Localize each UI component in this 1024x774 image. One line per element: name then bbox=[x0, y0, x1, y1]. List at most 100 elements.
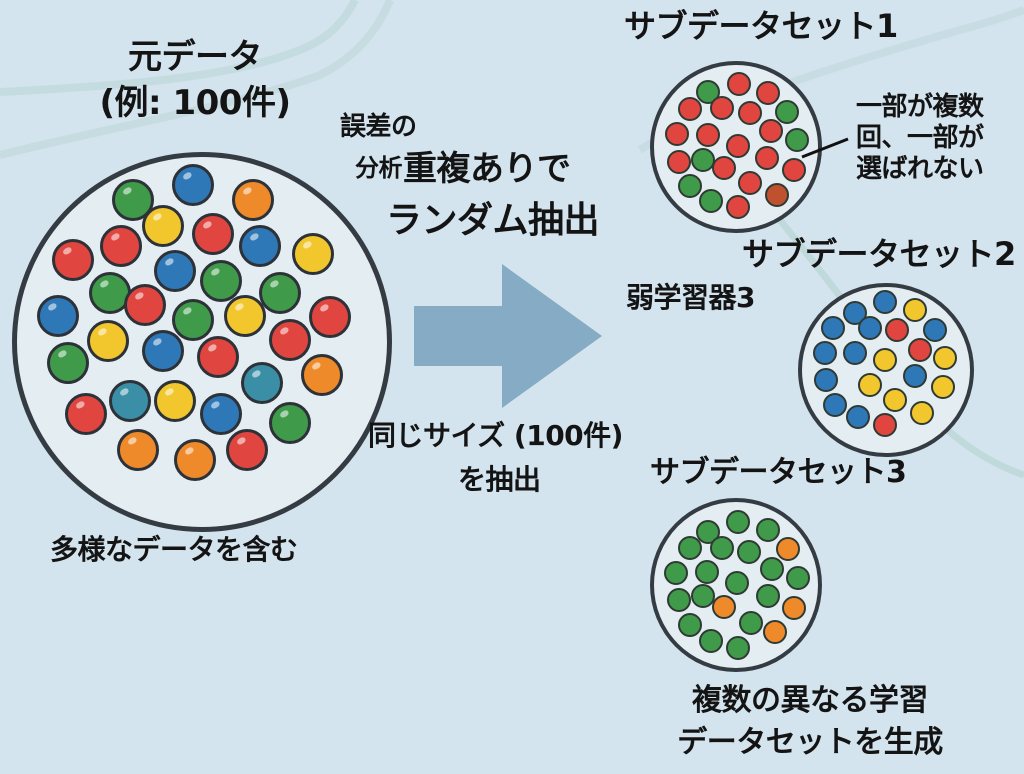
green-data-point bbox=[269, 402, 311, 444]
subset-1-note-line3: 選ばれない bbox=[856, 154, 984, 185]
subset-1-note: 一部が複数 回、一部が 選ばれない bbox=[856, 92, 984, 186]
red-data-point bbox=[100, 225, 142, 267]
green-data-point bbox=[699, 629, 723, 653]
green-data-point bbox=[699, 189, 723, 213]
red-data-point bbox=[712, 156, 736, 180]
original-data-caption: 多様なデータを含む bbox=[50, 533, 298, 566]
green-data-point bbox=[739, 611, 763, 635]
blue-data-point bbox=[142, 330, 184, 372]
orange-data-point bbox=[117, 429, 159, 471]
blue-data-point bbox=[814, 368, 838, 392]
blue-data-point bbox=[821, 316, 845, 340]
red-data-point bbox=[65, 393, 107, 435]
orange-data-point bbox=[776, 537, 800, 561]
green-data-point bbox=[691, 584, 715, 608]
green-data-point bbox=[678, 174, 702, 198]
orange-data-point bbox=[174, 439, 216, 481]
red-data-point bbox=[226, 429, 268, 471]
green-data-point bbox=[667, 588, 691, 612]
yellow-data-point bbox=[883, 388, 907, 412]
blue-data-point bbox=[172, 164, 214, 206]
yellow-data-point bbox=[931, 375, 955, 399]
red-data-point bbox=[269, 319, 311, 361]
red-data-point bbox=[665, 122, 689, 146]
subset-3-title: サブデータセット3 bbox=[650, 455, 907, 490]
red-data-point bbox=[755, 146, 779, 170]
red-data-point bbox=[52, 239, 94, 281]
red-data-point bbox=[192, 213, 234, 255]
process-label-analysis: 分析 bbox=[355, 154, 403, 182]
original-data-title: 元データ bbox=[128, 37, 263, 77]
green-data-point bbox=[695, 560, 719, 584]
green-data-point bbox=[760, 557, 784, 581]
subset-1-note-line1: 一部が複数 bbox=[856, 92, 984, 122]
teal-data-point bbox=[241, 362, 283, 404]
green-data-point bbox=[710, 536, 734, 560]
blue-data-point bbox=[813, 341, 837, 365]
green-data-point bbox=[785, 128, 809, 152]
red-data-point bbox=[309, 296, 351, 338]
green-data-point bbox=[259, 272, 301, 314]
yellow-data-point bbox=[154, 380, 196, 422]
red-data-point bbox=[667, 150, 691, 174]
yellow-data-point bbox=[142, 205, 184, 247]
original-data-count: (例: 100件) bbox=[99, 83, 291, 123]
red-data-point bbox=[726, 195, 750, 219]
orange-data-point bbox=[782, 596, 806, 620]
blue-data-point bbox=[37, 295, 79, 337]
green-data-point bbox=[726, 636, 750, 660]
subset-2-title: サブデータセット2 bbox=[742, 235, 1016, 273]
green-data-point bbox=[678, 613, 702, 637]
red-data-point bbox=[759, 119, 783, 143]
process-label-error: 誤差の bbox=[340, 112, 417, 142]
red-data-point bbox=[727, 72, 751, 96]
red-data-point bbox=[710, 96, 734, 120]
red-data-point bbox=[197, 336, 239, 378]
process-label-random-sampling: ランダム抽出 bbox=[386, 200, 600, 241]
teal-data-point bbox=[109, 380, 151, 422]
blue-data-point bbox=[843, 341, 867, 365]
right-arrow-icon bbox=[414, 264, 602, 408]
red-data-point bbox=[782, 158, 806, 182]
green-data-point bbox=[756, 518, 780, 542]
orange-data-point bbox=[232, 179, 274, 221]
green-data-point bbox=[172, 299, 214, 341]
red-data-point bbox=[124, 284, 166, 326]
red-data-point bbox=[678, 97, 702, 121]
process-label-with-replacement: 重複ありで bbox=[403, 149, 571, 189]
yellow-data-point bbox=[903, 298, 927, 322]
blue-data-point bbox=[823, 393, 847, 417]
yellow-data-point bbox=[87, 320, 129, 362]
pointer-line bbox=[801, 137, 849, 159]
subset-1-title: サブデータセット1 bbox=[624, 7, 898, 45]
weak-learner-label: 弱学習器3 bbox=[626, 281, 755, 314]
orange-data-point bbox=[712, 595, 736, 619]
green-data-point bbox=[775, 100, 799, 124]
blue-data-point bbox=[843, 301, 867, 325]
subset-1-note-line2: 回、一部が bbox=[856, 123, 984, 154]
green-data-point bbox=[737, 540, 761, 564]
yellow-data-point bbox=[292, 233, 334, 275]
conclusion-line1: 複数の異なる学習 bbox=[692, 683, 929, 718]
green-data-point bbox=[664, 561, 688, 585]
blue-data-point bbox=[923, 318, 947, 342]
process-label-same-size: 同じサイズ (100件) bbox=[368, 419, 623, 452]
red-data-point bbox=[738, 171, 762, 195]
green-data-point bbox=[725, 571, 749, 595]
green-data-point bbox=[47, 342, 89, 384]
red-data-point bbox=[908, 338, 932, 362]
green-data-point bbox=[756, 584, 780, 608]
green-data-point bbox=[678, 536, 702, 560]
red-data-point bbox=[756, 81, 780, 105]
conclusion-line2: データセットを生成 bbox=[677, 725, 943, 760]
yellow-data-point bbox=[858, 373, 882, 397]
blue-data-point bbox=[239, 225, 281, 267]
blue-data-point bbox=[154, 250, 196, 292]
green-data-point bbox=[786, 566, 810, 590]
blue-data-point bbox=[873, 290, 897, 314]
red-data-point bbox=[696, 123, 720, 147]
orange-data-point bbox=[763, 620, 787, 644]
green-data-point bbox=[726, 510, 750, 534]
yellow-data-point bbox=[873, 348, 897, 372]
blue-data-point bbox=[903, 364, 927, 388]
